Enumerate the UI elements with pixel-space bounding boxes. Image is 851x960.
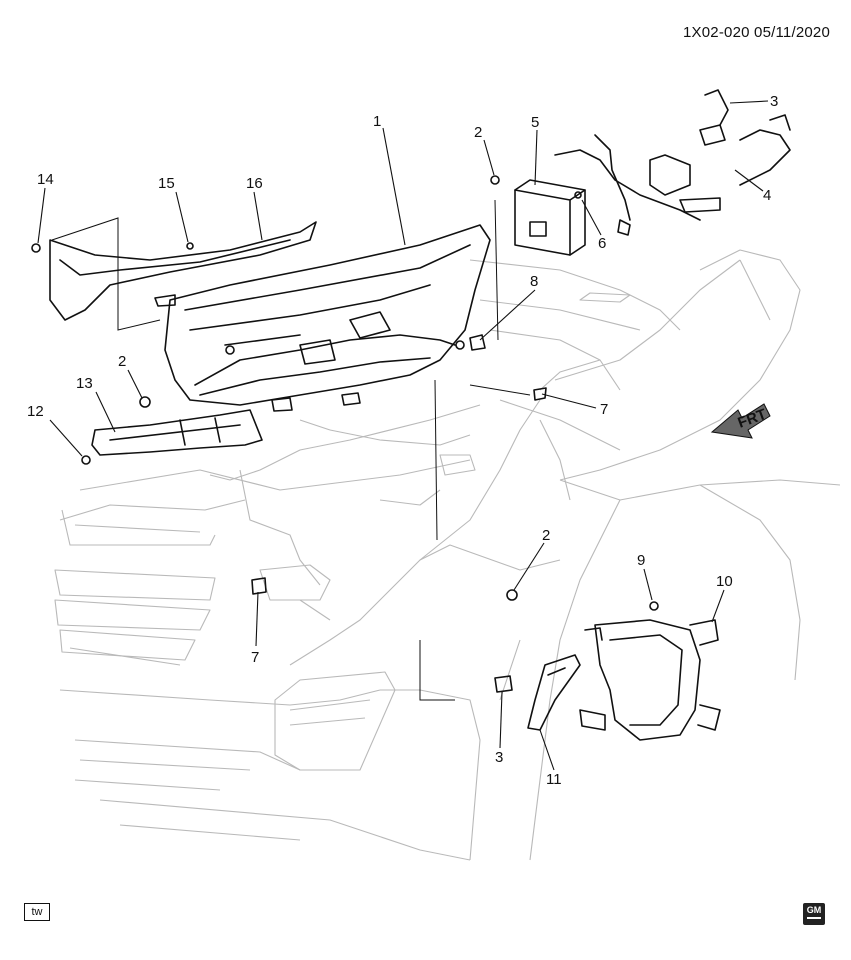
diagram-reference: 1X02-020 05/11/2020 [683, 24, 830, 41]
gm-logo-text: GM [806, 905, 822, 915]
callout-leaders [37, 100, 769, 771]
callout-3-lower: 3 [495, 749, 503, 766]
gm-logo: GM [803, 903, 825, 925]
upper-filler-panel [49, 221, 317, 321]
callout-16: 16 [246, 175, 263, 192]
lower-bracket [91, 409, 263, 456]
front-direction-indicator: FRT [710, 403, 771, 439]
callout-5: 5 [531, 114, 539, 131]
vehicle-body-outline [54, 249, 841, 861]
callout-14: 14 [37, 171, 54, 188]
callout-6: 6 [598, 235, 606, 252]
fasteners [31, 175, 659, 693]
wiring-harness [554, 89, 791, 236]
alignment-lines [51, 199, 531, 701]
callout-4: 4 [763, 187, 771, 204]
callout-2-upper: 2 [474, 124, 482, 141]
callout-labels: 1 2 3 4 5 6 7 8 2 13 12 14 15 16 7 2 3 9… [27, 93, 778, 788]
callout-10: 10 [716, 573, 733, 590]
callout-8: 8 [530, 273, 538, 290]
callout-1: 1 [373, 113, 381, 130]
headlamp-assembly [154, 224, 491, 412]
callout-9: 9 [637, 552, 645, 569]
tw-label-box: tw [24, 903, 50, 921]
callout-7-upper: 7 [600, 401, 608, 418]
callout-13: 13 [76, 375, 93, 392]
fog-lamp-bezel [527, 654, 581, 731]
callout-2-lower: 2 [542, 527, 550, 544]
callout-2-left: 2 [118, 353, 126, 370]
fog-lamp-housing [579, 619, 721, 741]
callout-3-upper: 3 [770, 93, 778, 110]
callout-15: 15 [158, 175, 175, 192]
callout-12: 12 [27, 403, 44, 420]
callout-7-lower: 7 [251, 649, 259, 666]
control-module [514, 179, 586, 256]
callout-11: 11 [546, 771, 562, 788]
